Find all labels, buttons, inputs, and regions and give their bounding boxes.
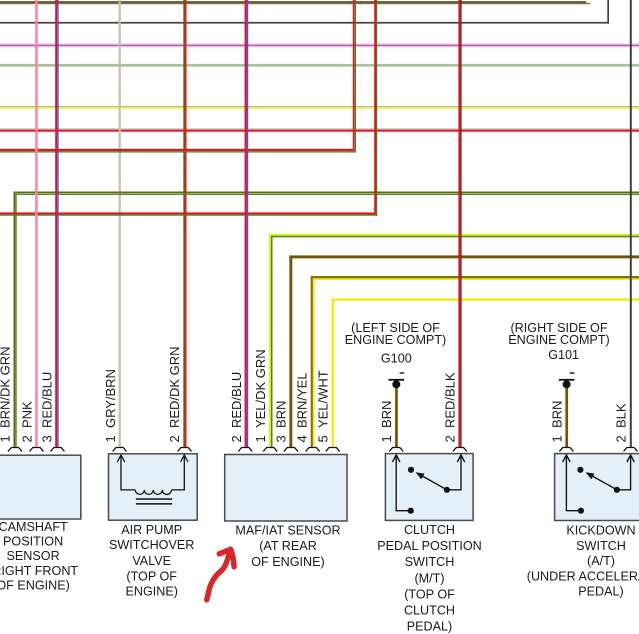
svg-text:ENGINE): ENGINE)	[125, 585, 177, 599]
svg-text:(RIGHT SIDE OF: (RIGHT SIDE OF	[510, 321, 607, 335]
svg-text:(LEFT SIDE OF: (LEFT SIDE OF	[351, 321, 440, 335]
svg-text:PEDAL): PEDAL)	[578, 584, 624, 598]
svg-text:3 BRN: 3 BRN	[274, 401, 289, 443]
svg-text:SENSOR: SENSOR	[7, 549, 60, 563]
svg-text:SWITCHOVER: SWITCHOVER	[109, 538, 194, 552]
svg-text:KICKDOWN: KICKDOWN	[566, 524, 635, 538]
svg-text:1 BRN: 1 BRN	[549, 401, 564, 443]
svg-text:1 BRN/DK GRN: 1 BRN/DK GRN	[0, 346, 13, 442]
svg-text:AIR PUMP: AIR PUMP	[121, 523, 182, 537]
svg-text:2 RED/BLK: 2 RED/BLK	[443, 372, 458, 442]
svg-text:(TOP OF: (TOP OF	[126, 569, 177, 583]
svg-text:SWITCH: SWITCH	[405, 555, 455, 569]
svg-text:3 RED/BLU: 3 RED/BLU	[39, 372, 54, 443]
svg-text:PEDAL POSITION: PEDAL POSITION	[377, 539, 482, 553]
svg-text:SWITCH: SWITCH	[576, 539, 626, 553]
svg-text:2 PNK: 2 PNK	[19, 401, 34, 443]
svg-text:OF ENGINE): OF ENGINE)	[0, 579, 70, 593]
svg-text:PEDAL): PEDAL)	[407, 620, 453, 634]
svg-text:2 RED/DK GRN: 2 RED/DK GRN	[167, 346, 182, 442]
svg-text:CAMSHAFT: CAMSHAFT	[0, 520, 68, 534]
svg-text:MAF/IAT SENSOR: MAF/IAT SENSOR	[235, 524, 340, 538]
svg-text:4 BRN/YEL: 4 BRN/YEL	[295, 372, 310, 442]
svg-text:CLUTCH: CLUTCH	[404, 523, 455, 537]
svg-text:CLUTCH: CLUTCH	[404, 604, 455, 618]
svg-text:1 BRN: 1 BRN	[379, 401, 394, 443]
svg-text:ENGINE COMPT): ENGINE COMPT)	[508, 333, 609, 347]
svg-text:2 BLK: 2 BLK	[614, 403, 629, 442]
svg-text:(UNDER ACCELERATOR: (UNDER ACCELERATOR	[527, 569, 639, 583]
svg-text:2 RED/BLU: 2 RED/BLU	[229, 372, 244, 443]
svg-text:(RIGHT FRONT: (RIGHT FRONT	[0, 564, 78, 578]
svg-text:(A/T): (A/T)	[587, 554, 615, 568]
svg-text:G100: G100	[381, 351, 412, 365]
svg-text:ENGINE COMPT): ENGINE COMPT)	[345, 333, 446, 347]
svg-text:(AT REAR: (AT REAR	[259, 539, 317, 553]
svg-text:VALVE: VALVE	[132, 554, 171, 568]
svg-text:(TOP OF: (TOP OF	[404, 587, 455, 601]
svg-text:(M/T): (M/T)	[414, 571, 444, 585]
svg-text:1 YEL/DK GRN: 1 YEL/DK GRN	[253, 349, 268, 442]
svg-text:G101: G101	[548, 348, 579, 362]
svg-text:5 YEL/WHT: 5 YEL/WHT	[316, 370, 331, 442]
svg-text:POSITION: POSITION	[3, 535, 63, 549]
svg-text:1 GRY/BRN: 1 GRY/BRN	[103, 369, 118, 442]
svg-text:OF ENGINE): OF ENGINE)	[251, 555, 324, 569]
